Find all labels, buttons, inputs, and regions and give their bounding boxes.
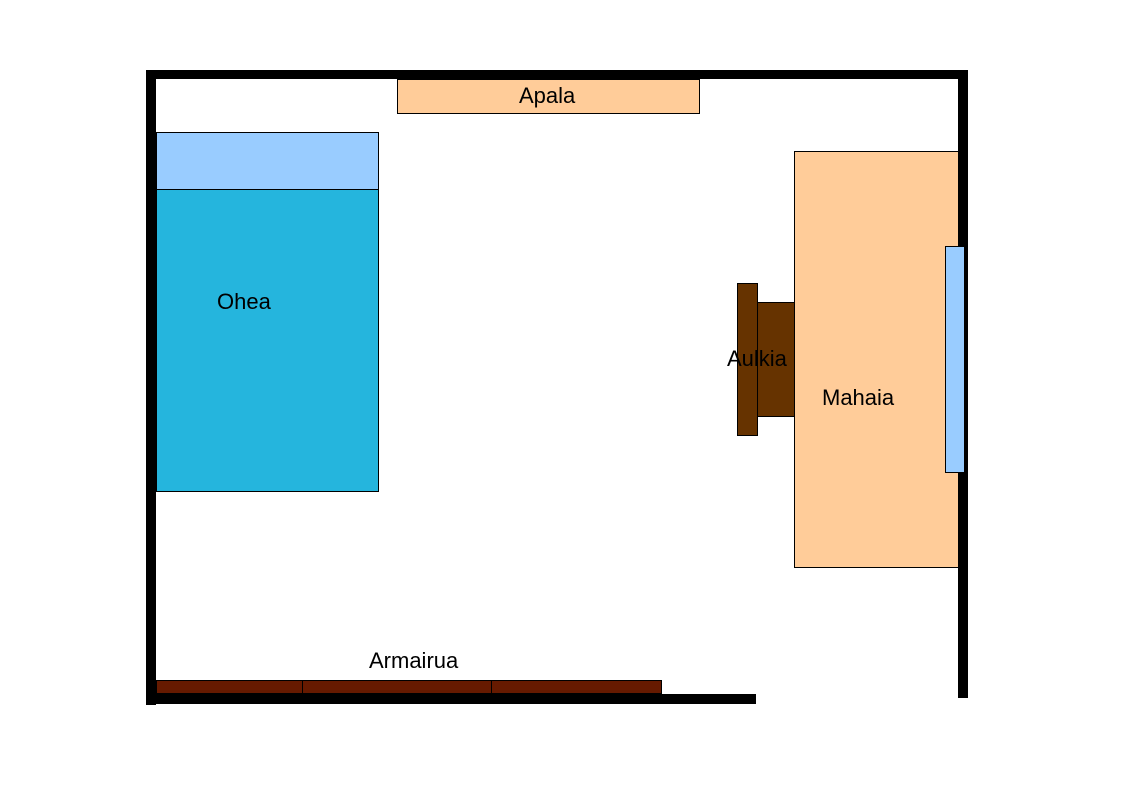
- chair-seat: [757, 302, 795, 417]
- window: [945, 246, 965, 473]
- shelf-label: Apala: [519, 83, 576, 108]
- bed-label: Ohea: [217, 289, 271, 314]
- table-label: Mahaia: [822, 385, 895, 410]
- bed-pillow: [156, 132, 379, 190]
- shelf: [397, 79, 700, 114]
- wall-bottom: [150, 694, 756, 704]
- chair-label: Aulkia: [727, 346, 787, 371]
- wall-top: [150, 70, 965, 79]
- table: [794, 151, 959, 568]
- wardrobe-section: [302, 680, 492, 694]
- bed: [156, 189, 379, 492]
- wardrobe-label: Armairua: [369, 648, 459, 673]
- wardrobe-section: [491, 680, 662, 694]
- wardrobe-section: [156, 680, 303, 694]
- wall-left: [146, 70, 156, 705]
